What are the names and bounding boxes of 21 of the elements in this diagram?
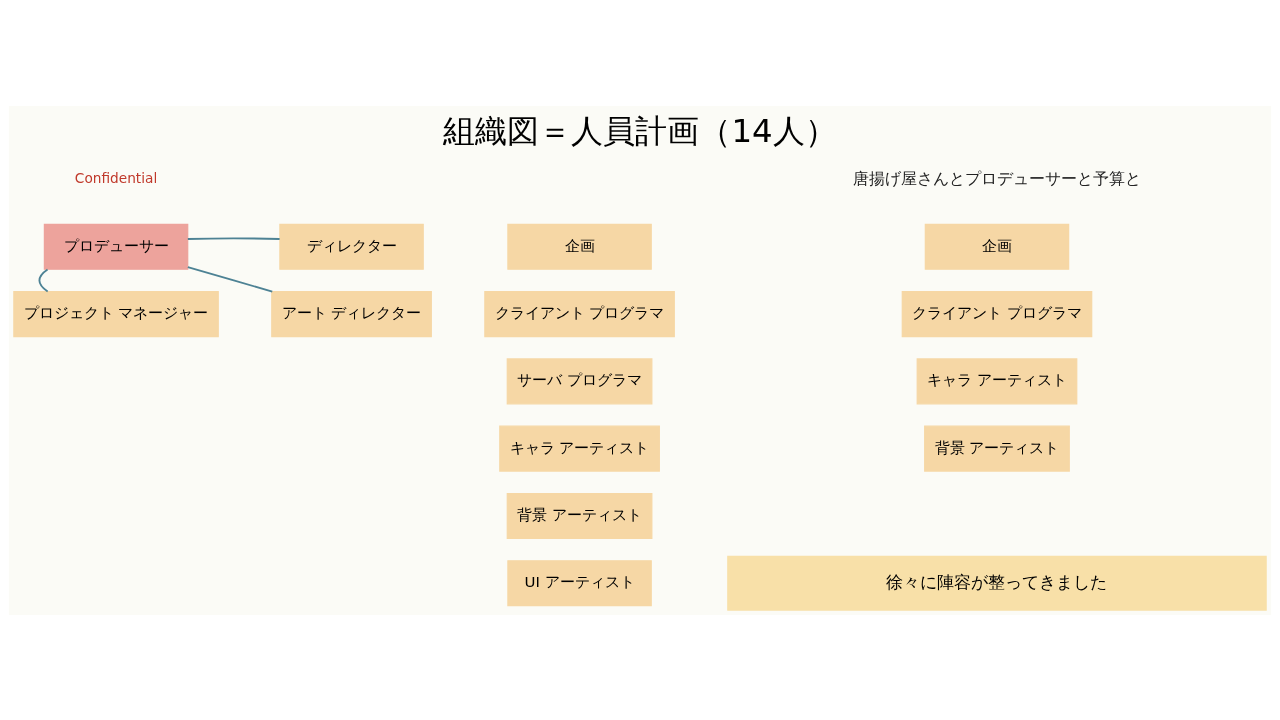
node-box: サーバ プログラマ — [506, 357, 653, 404]
node-box: ディレクター — [279, 223, 424, 270]
node-box: アート ディレクター — [271, 290, 432, 337]
node-box: クライアント プログラマ — [901, 290, 1093, 337]
node-box: 企画 — [507, 223, 652, 270]
connector — [186, 236, 281, 240]
connector — [186, 265, 274, 292]
diagram-title: 組織図＝人員計画（14人） — [443, 111, 837, 150]
node-box: クライアント プログラマ — [484, 290, 675, 337]
node-box: 徐々に陣容が整ってきました — [727, 555, 1267, 611]
node-box: プロデューサー — [43, 223, 189, 270]
node-box: 背景 アーティスト — [924, 425, 1070, 472]
node-box: キャラ アーティスト — [916, 357, 1078, 404]
node-box: UI アーティスト — [507, 559, 652, 606]
label: Confidential — [74, 169, 158, 186]
node-box: 企画 — [924, 223, 1070, 270]
connector — [38, 268, 49, 292]
node-box: 背景 アーティスト — [506, 492, 653, 539]
node-box: キャラ アーティスト — [499, 425, 660, 472]
node-box: プロジェクト マネージャー — [13, 290, 219, 337]
label: 唐揚げ屋さんとプロデューサーと予算と — [852, 168, 1141, 188]
